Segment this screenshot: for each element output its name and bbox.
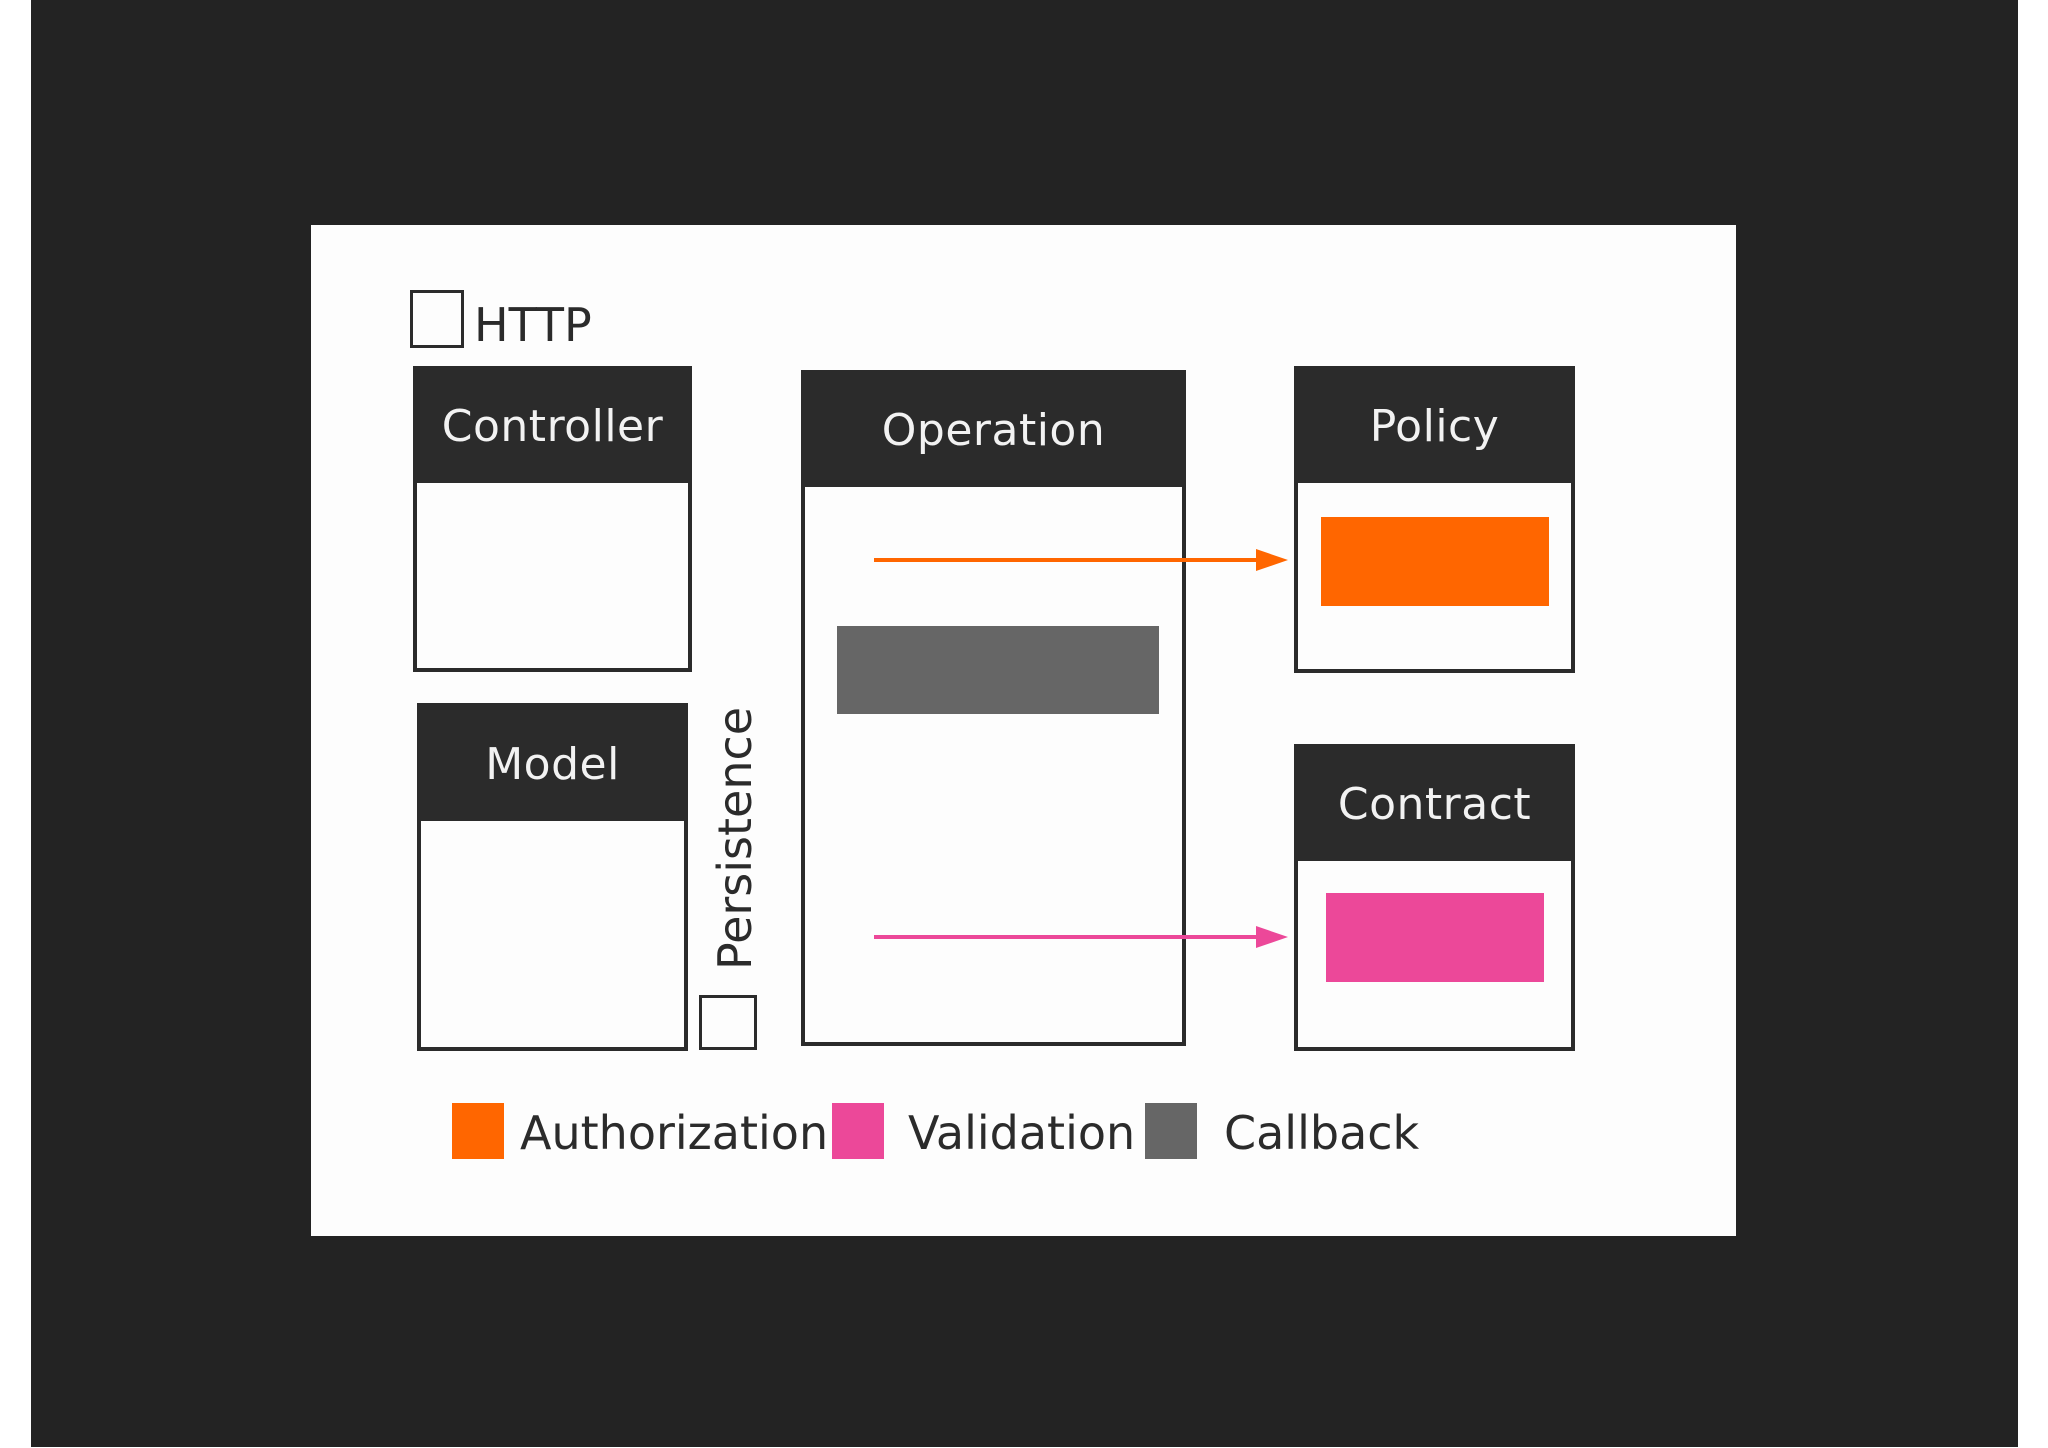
callback-step bbox=[837, 626, 1159, 714]
legend-swatch-callback bbox=[1145, 1103, 1197, 1159]
controller-header: Controller bbox=[417, 370, 688, 483]
legend-swatch-authorization bbox=[452, 1103, 504, 1159]
model-box: Model bbox=[417, 703, 688, 1051]
policy-header: Policy bbox=[1298, 370, 1571, 483]
persistence-label: Persistence bbox=[708, 706, 762, 970]
contract-box: Contract bbox=[1294, 744, 1575, 1051]
controller-box: Controller bbox=[413, 366, 692, 672]
operation-box: Operation bbox=[801, 370, 1186, 1046]
legend-label-authorization: Authorization bbox=[520, 1106, 829, 1160]
http-square bbox=[410, 290, 464, 348]
operation-header: Operation bbox=[805, 374, 1182, 487]
legend-label-callback: Callback bbox=[1224, 1106, 1420, 1160]
persistence-square bbox=[699, 995, 757, 1050]
model-header: Model bbox=[421, 707, 684, 821]
authorization-step bbox=[1321, 517, 1549, 606]
legend-swatch-validation bbox=[832, 1103, 884, 1159]
http-label: HTTP bbox=[474, 298, 592, 352]
legend-label-validation: Validation bbox=[908, 1106, 1136, 1160]
contract-header: Contract bbox=[1298, 748, 1571, 861]
validation-step bbox=[1326, 893, 1544, 982]
policy-box: Policy bbox=[1294, 366, 1575, 673]
